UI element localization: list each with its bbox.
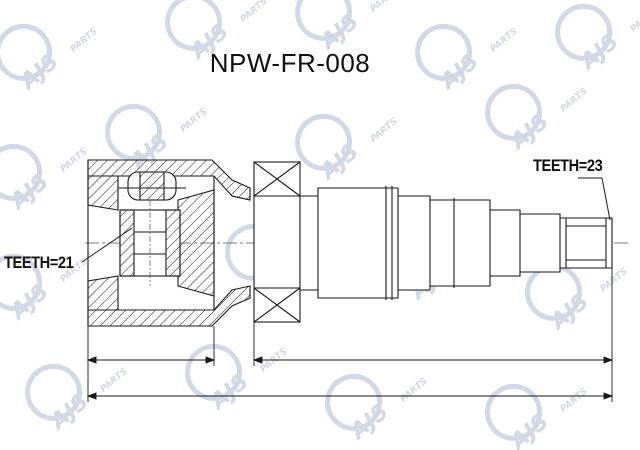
watermark-ring <box>555 3 613 61</box>
teeth-inner-label: TEETH=23 <box>533 156 603 175</box>
watermark-subtext: PARTS <box>369 0 400 15</box>
watermark-subtext: PARTS <box>99 367 130 395</box>
watermark-ring <box>295 0 353 41</box>
teeth-inner-leader <box>578 177 611 221</box>
part-number-title: NPW-FR-008 <box>209 48 371 78</box>
watermark-text: AJS <box>315 139 364 186</box>
watermark-ring <box>485 83 543 141</box>
teeth-outer-label: TEETH=21 <box>4 253 74 272</box>
watermark-text: AJS <box>545 289 594 336</box>
watermark-ring <box>0 253 43 311</box>
watermark-ring <box>0 23 53 81</box>
watermark-text: AJS <box>5 279 54 326</box>
watermark-subtext: PARTS <box>559 387 590 415</box>
watermark-text: AJS <box>505 109 554 156</box>
watermark-ring <box>295 113 353 171</box>
watermark-subtext: PARTS <box>399 377 430 405</box>
watermark-text: AJS <box>5 169 54 216</box>
ball-cage <box>118 171 186 286</box>
watermark-ring <box>105 103 163 161</box>
watermark-subtext: PARTS <box>629 7 640 35</box>
watermark-ring <box>25 363 83 421</box>
watermark-ring <box>165 0 223 51</box>
outer-housing <box>87 159 251 327</box>
shaft <box>253 161 613 323</box>
watermark-subtext: PARTS <box>559 87 590 115</box>
watermark-text: AJS <box>45 389 94 436</box>
watermark-subtext: PARTS <box>179 107 210 135</box>
watermark-text: AJS <box>505 409 554 450</box>
watermark-subtext: PARTS <box>259 347 290 375</box>
watermark-ring <box>415 23 473 81</box>
watermark-text: AJS <box>205 369 254 416</box>
watermark-subtext: PARTS <box>59 147 90 175</box>
watermark-text: AJS <box>575 29 624 76</box>
watermark-ring <box>0 143 43 201</box>
watermark-ring <box>325 373 383 431</box>
dimension-lines <box>86 268 614 402</box>
watermark-subtext: PARTS <box>369 117 400 145</box>
teeth-outer-leader <box>81 227 133 263</box>
watermark-subtext: PARTS <box>599 267 630 295</box>
watermark-subtext: PARTS <box>239 0 270 25</box>
watermark-ring <box>185 343 243 401</box>
watermark-text: AJS <box>345 399 394 446</box>
